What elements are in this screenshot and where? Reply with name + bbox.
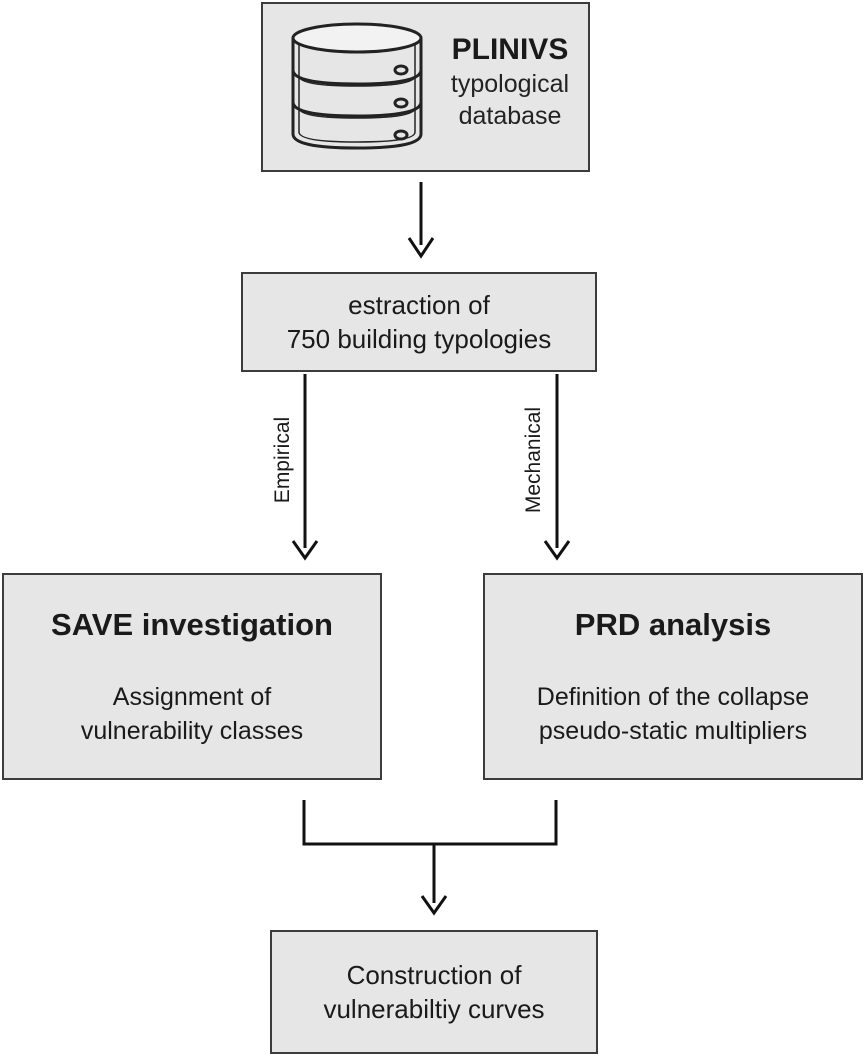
- save-investigation-box: SAVE investigation Assignment of vulnera…: [2, 573, 382, 780]
- plinivs-database-box: PLINIVS typological database: [261, 2, 590, 172]
- prd-analysis-box: PRD analysis Definition of the collapse …: [483, 573, 863, 780]
- result-line1: Construction of: [346, 960, 522, 990]
- vulnerability-curves-box: Construction of vulnerabiltiy curves: [270, 930, 598, 1054]
- extraction-box: estraction of 750 building typologies: [241, 272, 597, 372]
- database-icon: [291, 22, 423, 150]
- save-line1: Assignment of: [112, 682, 272, 711]
- mechanical-branch-label: Mechanical: [522, 406, 545, 514]
- result-line2: vulnerabiltiy curves: [323, 994, 545, 1024]
- arrow-extraction-to-prd: [543, 374, 571, 561]
- save-title: SAVE investigation: [51, 606, 333, 642]
- arrow-db-to-extraction: [407, 182, 435, 259]
- extraction-line2: 750 building typologies: [286, 324, 552, 354]
- database-subtitle-line2: database: [458, 102, 562, 130]
- save-line2: vulnerability classes: [80, 716, 304, 745]
- empirical-branch-label: Empirical: [271, 416, 294, 504]
- prd-line1: Definition of the collapse: [536, 682, 810, 711]
- prd-title: PRD analysis: [574, 606, 772, 642]
- database-subtitle-line1: typological: [450, 70, 570, 98]
- database-title: PLINIVS: [451, 33, 569, 66]
- merge-connector: [302, 800, 558, 916]
- extraction-line1: estraction of: [348, 290, 490, 320]
- prd-line2: pseudo-static multipliers: [538, 716, 808, 745]
- arrow-extraction-to-save: [291, 374, 319, 561]
